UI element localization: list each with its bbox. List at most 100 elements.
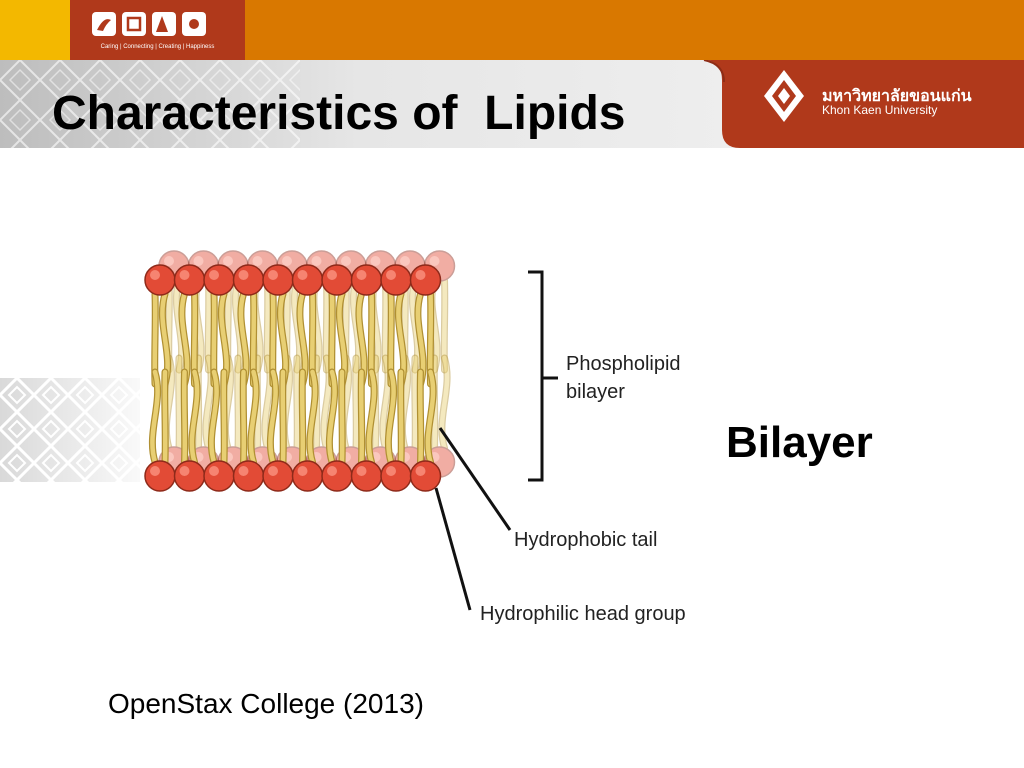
hydrophobic-tail [327,369,337,465]
university-name-english: Khon Kaen University [822,103,938,117]
hydrophilic-head [350,264,383,296]
hydrophobic-tail [386,369,396,465]
hydrophobic-tail [398,369,404,465]
hydrophilic-head [173,460,206,492]
head-highlight [179,270,190,280]
bottom-phospholipid [144,368,176,492]
head-highlight [311,256,322,266]
hydrophilic-head [203,264,235,296]
head-highlight [252,256,263,266]
hydrophilic-head [144,460,176,492]
head-highlight [386,270,396,280]
head-highlight [356,270,367,280]
head-highlight [150,270,160,280]
hydrophobic-tail [280,369,286,465]
bottom-phospholipid [262,368,294,492]
hydrophobic-tail [438,354,451,452]
head-highlight [238,466,249,476]
hydrophobic-tail [299,369,306,465]
hydrophilic-head [321,460,353,492]
hydrophobic-tail [411,354,419,452]
head-highlight [415,466,426,476]
bottom-phospholipid [291,368,324,492]
head-highlight [268,270,278,280]
tail-pointer [438,427,512,531]
hydrophilic-head [321,264,353,296]
hydrophilic-head [144,264,176,296]
university-name-thai: มหาวิทยาลัยขอนแก่น [822,88,972,105]
hydrophilic-head [291,460,324,492]
hydrophobic-tail [412,355,418,451]
hydrophobic-tail [439,355,450,451]
head-highlight [327,466,337,476]
head-highlight [150,466,160,476]
title-band [0,60,1024,148]
head-highlight [193,256,204,266]
bottom-phospholipid [232,368,265,492]
head-highlight [341,256,351,266]
hydrophilic-head [409,460,442,492]
hydrophobic-tail [294,355,300,451]
hydrophilic-head [380,264,412,296]
hydrophilic-head [232,264,265,296]
head-highlight [400,256,410,266]
hydrophobic-tail [235,355,241,451]
decorative-pattern [0,378,140,482]
label-hydrophilic-head: Hydrophilic head group [480,603,686,625]
head-highlight [297,270,308,280]
hydrophilic-head [262,264,294,296]
head-pointer [434,487,472,611]
head-highlight [164,256,174,266]
hydrophobic-tail [234,354,242,452]
head-highlight [238,270,249,280]
label-hydrophobic-tail: Hydrophobic tail [514,529,657,551]
head-highlight [223,256,233,266]
hydrophobic-tail [441,277,448,373]
page-title: Characteristics of Lipids [52,87,626,140]
hydrophobic-tail [175,354,183,452]
hydrophobic-tail [307,369,318,465]
hydrophobic-tail [189,369,200,465]
head-highlight [297,466,308,476]
bottom-phospholipid [203,368,235,492]
university-emblem-icon [764,70,804,122]
brand-tagline: Caring | Connecting | Creating | Happine… [100,44,215,50]
hydrophobic-tail [209,369,219,465]
head-highlight [268,466,278,476]
hydrophobic-tail [339,369,345,465]
hydrophobic-tail [358,369,365,465]
hydrophilic-head [173,264,206,296]
hydrophobic-tail [366,369,377,465]
hydrophobic-tail [425,369,436,465]
label-bilayer: bilayer [566,381,625,403]
hydrophilic-head [232,460,265,492]
hydrophilic-head [203,460,235,492]
head-highlight [386,466,396,476]
head-highlight [370,256,381,266]
hydrophobic-tail [417,369,424,465]
bottom-phospholipid [173,368,206,492]
hydrophobic-tail [221,369,227,465]
hydrophobic-tail [353,355,359,451]
head-highlight [282,256,292,266]
hydrophobic-tail [176,355,182,451]
head-highlight [179,466,190,476]
hydrophilic-head [291,264,324,296]
top-bar-accent [0,0,70,60]
hydrophobic-tail [248,369,259,465]
brand-logo: Caring | Connecting | Creating | Happine… [70,0,245,60]
head-highlight [327,270,337,280]
bilayer-side-label: Bilayer [726,418,873,467]
bilayer-bracket [528,270,544,482]
head-highlight [209,270,219,280]
hydrophobic-tail [162,369,168,465]
bottom-phospholipid [350,368,383,492]
hydrophobic-tail [352,354,360,452]
front-layer [144,264,442,492]
hydrophobic-tail [293,354,301,452]
head-highlight [429,256,440,266]
hydrophobic-tail [268,369,278,465]
hydrophilic-head [380,460,412,492]
head-highlight [415,270,426,280]
head-highlight [209,466,219,476]
